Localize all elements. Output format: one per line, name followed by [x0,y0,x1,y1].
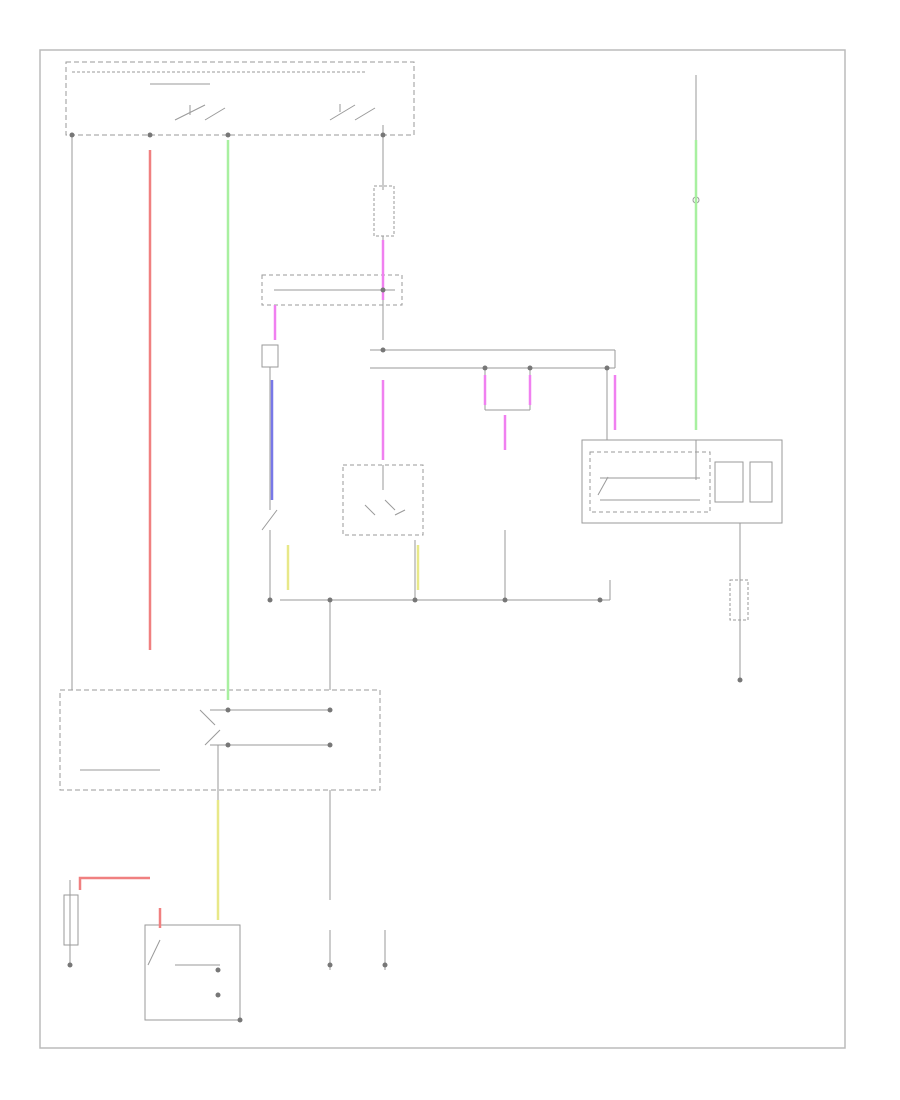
relay-box [373,185,395,237]
lower-relay-block [59,689,381,791]
fuse-box [261,344,279,368]
starter-box [144,924,241,1021]
center-module-box [342,464,424,536]
diagram-frame [39,49,846,1049]
right-control-module [581,439,783,524]
switch-block [261,274,403,306]
wire-red-short [78,876,150,890]
junction-block-top [65,61,415,136]
